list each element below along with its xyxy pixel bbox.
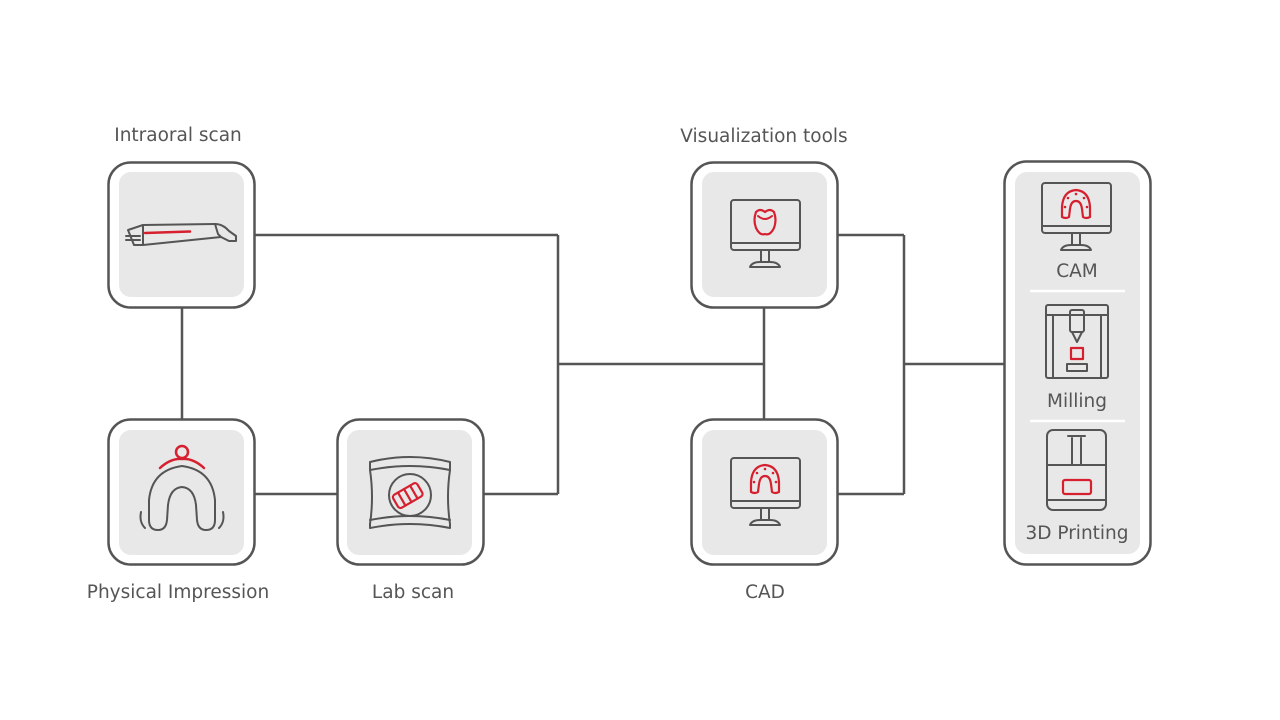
label-physical-impression: Physical Impression xyxy=(87,582,269,603)
3d-printer-icon xyxy=(1046,429,1107,511)
monitor-dental-arch-icon xyxy=(730,457,801,526)
manufacturing-panel: CAM Milling 3D Printing xyxy=(1003,160,1152,566)
label-cam: CAM xyxy=(1056,261,1098,282)
connector-lines xyxy=(180,233,1005,496)
node-lab-scan: Lab scan xyxy=(336,418,485,603)
label-milling: Milling xyxy=(1047,391,1107,412)
label-3d-printing: 3D Printing xyxy=(1025,523,1128,544)
label-visualization-tools: Visualization tools xyxy=(680,126,847,147)
node-cad: CAD xyxy=(690,418,839,603)
label-cad: CAD xyxy=(745,582,785,603)
label-intraoral-scan: Intraoral scan xyxy=(114,125,242,146)
node-physical-impression: Physical Impression xyxy=(87,418,269,603)
impression-tray-icon xyxy=(139,444,225,531)
node-tile xyxy=(119,172,244,297)
node-tile xyxy=(702,430,827,555)
node-intraoral-scan: Intraoral scan xyxy=(107,125,256,309)
label-lab-scan: Lab scan xyxy=(372,582,454,603)
node-visualization-tools: Visualization tools xyxy=(680,126,848,309)
node-tile xyxy=(347,430,472,555)
milling-machine-icon xyxy=(1045,304,1109,379)
cam-icon xyxy=(1041,182,1112,251)
lab-scanner-icon xyxy=(369,456,451,529)
monitor-tooth-icon xyxy=(730,199,801,268)
node-tile xyxy=(119,430,244,555)
intraoral-scanner-icon xyxy=(125,223,237,246)
